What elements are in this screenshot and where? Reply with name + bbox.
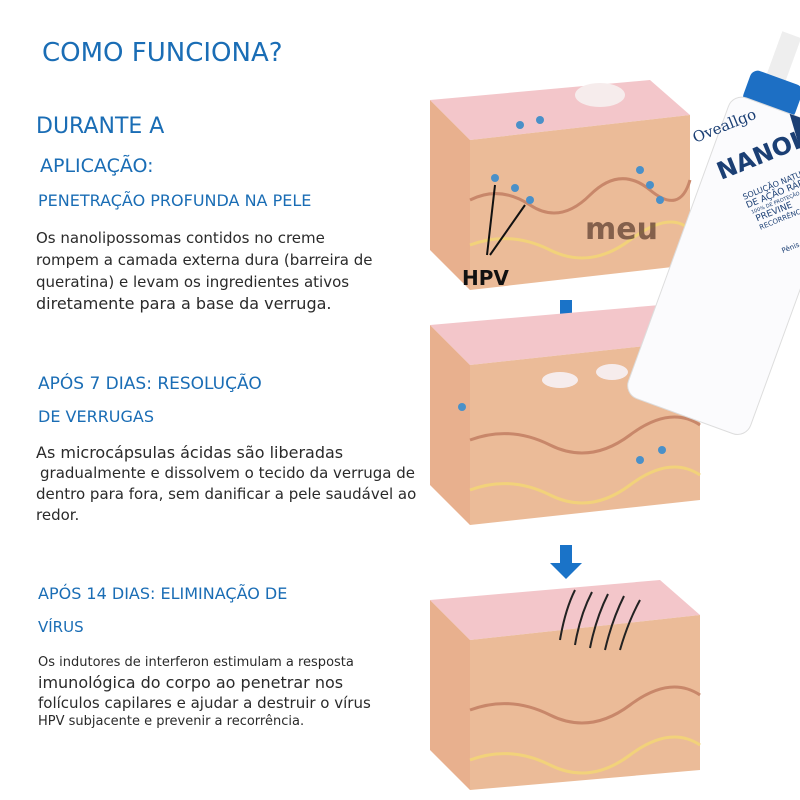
step2-text: As microcápsulas ácidas são liberadas [36, 443, 344, 462]
step1-heading: DURANTE A [36, 114, 165, 139]
page-title: COMO FUNCIONA? [42, 38, 283, 68]
step3-text: folículos capilares e ajudar a destruir … [38, 694, 371, 712]
step2-text: dentro para fora, sem danificar a pele s… [36, 485, 417, 503]
hpv-pointer [486, 184, 526, 256]
step1-heading-2: APLICAÇÃO: [40, 155, 154, 177]
product-bottle [627, 31, 800, 435]
step1-text: rompem a camada externa dura (barreira d… [36, 251, 373, 269]
step1-text: queratina) e levam os ingredientes ativo… [36, 273, 350, 291]
step2-text: gradualmente e dissolvem o tecido da ver… [40, 464, 415, 482]
arrow-down-icon [550, 545, 582, 579]
step2-heading: APÓS 7 DIAS: RESOLUÇÃO [38, 374, 262, 394]
hpv-label: HPV [462, 266, 509, 290]
step3-heading-2: VÍRUS [38, 618, 84, 636]
step3-text: imunológica do corpo ao penetrar nos [38, 673, 344, 692]
hpv-particles [491, 116, 664, 204]
step2-heading-2: DE VERRUGAS [38, 407, 155, 426]
skin-block-3 [430, 580, 701, 790]
step1-subheading: PENETRAÇÃO PROFUNDA NA PELE [38, 191, 312, 210]
watermark: meu [585, 212, 658, 247]
step1-text: Os nanolipossomas contidos no creme [36, 229, 325, 247]
step3-text: Os indutores de interferon estimulam a r… [38, 655, 354, 670]
step1-text: diretamente para a base da verruga. [36, 294, 332, 313]
cream-drop-icon [575, 83, 625, 107]
step3-heading: APÓS 14 DIAS: ELIMINAÇÃO DE [38, 584, 288, 603]
step3-text: HPV subjacente e prevenir a recorrência. [38, 714, 305, 729]
step2-text: redor. [36, 506, 80, 524]
